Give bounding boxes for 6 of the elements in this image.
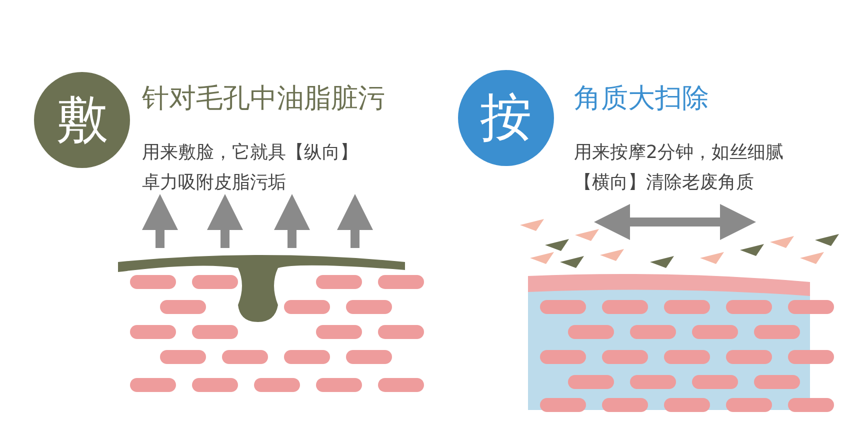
badge-circle: 敷 bbox=[34, 72, 130, 168]
description: 用来敷脸，它就具【纵向】卓力吸附皮脂污垢 bbox=[142, 141, 359, 195]
badge-circle: 按 bbox=[458, 70, 554, 166]
heading: 角质大扫除 bbox=[574, 82, 709, 116]
heading: 针对毛孔中油脂脏污 bbox=[142, 82, 385, 116]
description: 用来按摩2分钟，如丝细腻【横向】清除老废角质 bbox=[574, 141, 784, 195]
